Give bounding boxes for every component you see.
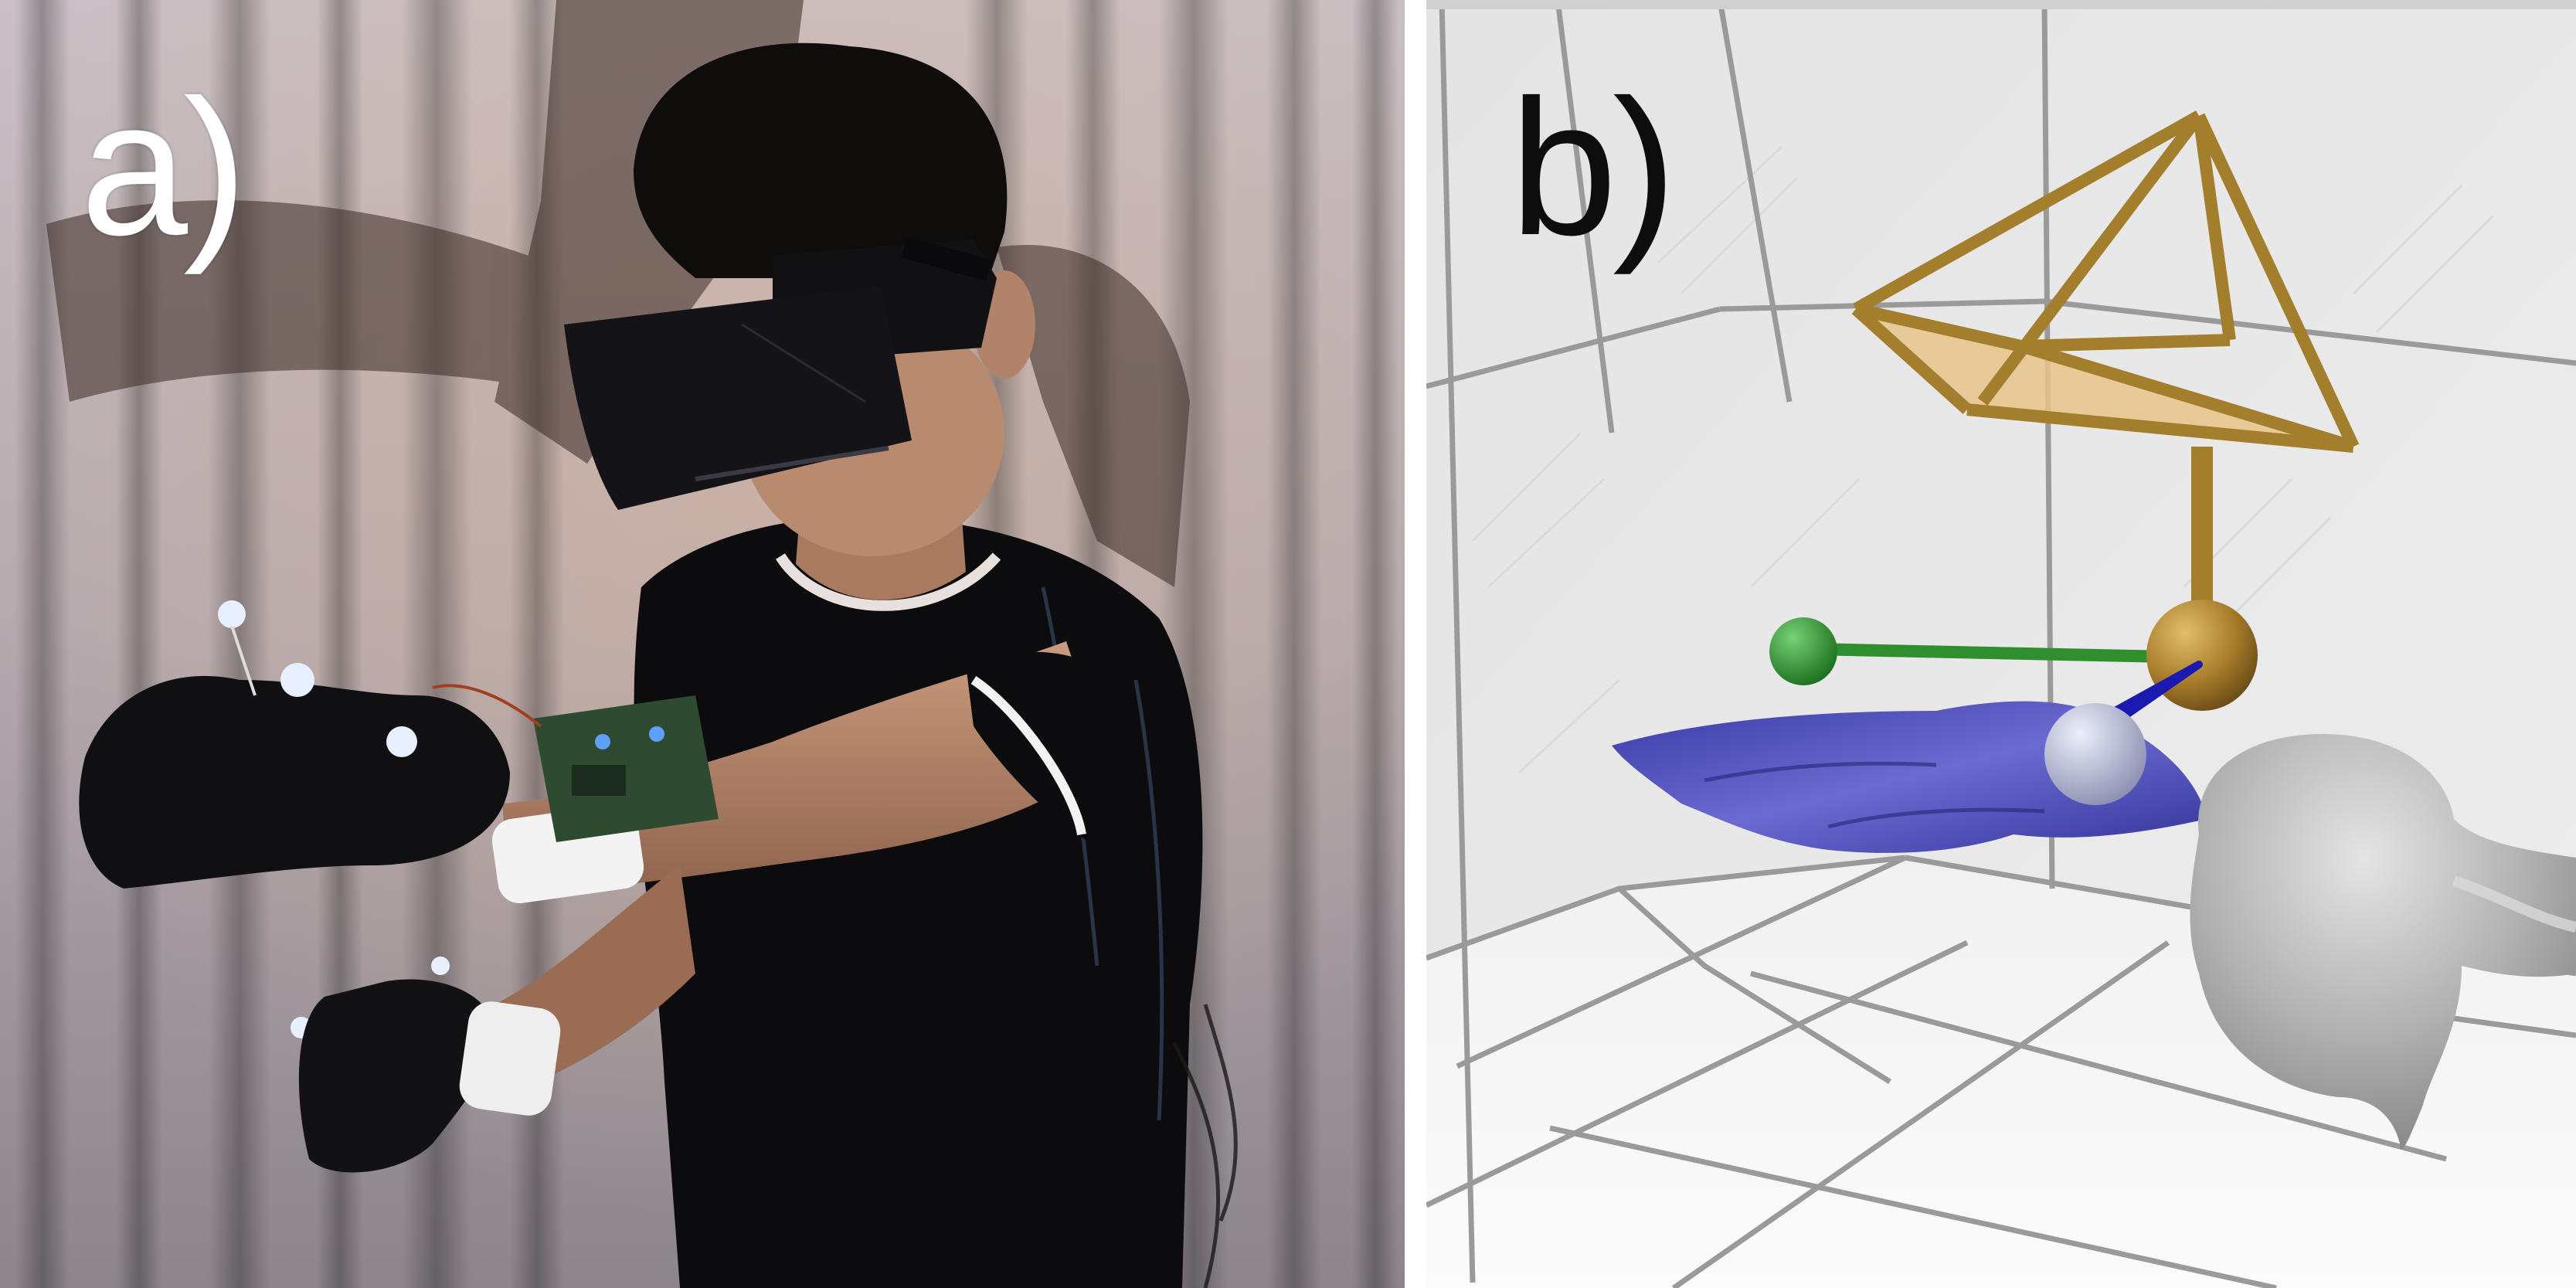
panel-a-photo: a): [0, 0, 1405, 1288]
wristband-back: [459, 1001, 561, 1116]
green-axis: [1769, 617, 2174, 685]
hair: [634, 42, 1008, 279]
vr-headset: [564, 236, 997, 510]
vr-3d-scene: [1426, 0, 2576, 1288]
panel-b-render: b): [1426, 0, 2576, 1288]
gold-joint: [2146, 600, 2258, 711]
gray-body: [2190, 734, 2576, 1150]
lavender-joint: [2044, 703, 2146, 805]
back-glove: [298, 979, 494, 1173]
shirt-collar: [776, 552, 1001, 611]
panel-b-label: b): [1510, 59, 1677, 275]
electronics-board: [432, 684, 719, 842]
right-sleeve: [966, 651, 1134, 842]
right-arm: [502, 641, 1105, 896]
panel-a-label: a): [80, 59, 247, 275]
shirt: [634, 516, 1203, 1288]
pyramid-light: [1851, 110, 2360, 609]
vr-user-photo: [0, 0, 1405, 1288]
